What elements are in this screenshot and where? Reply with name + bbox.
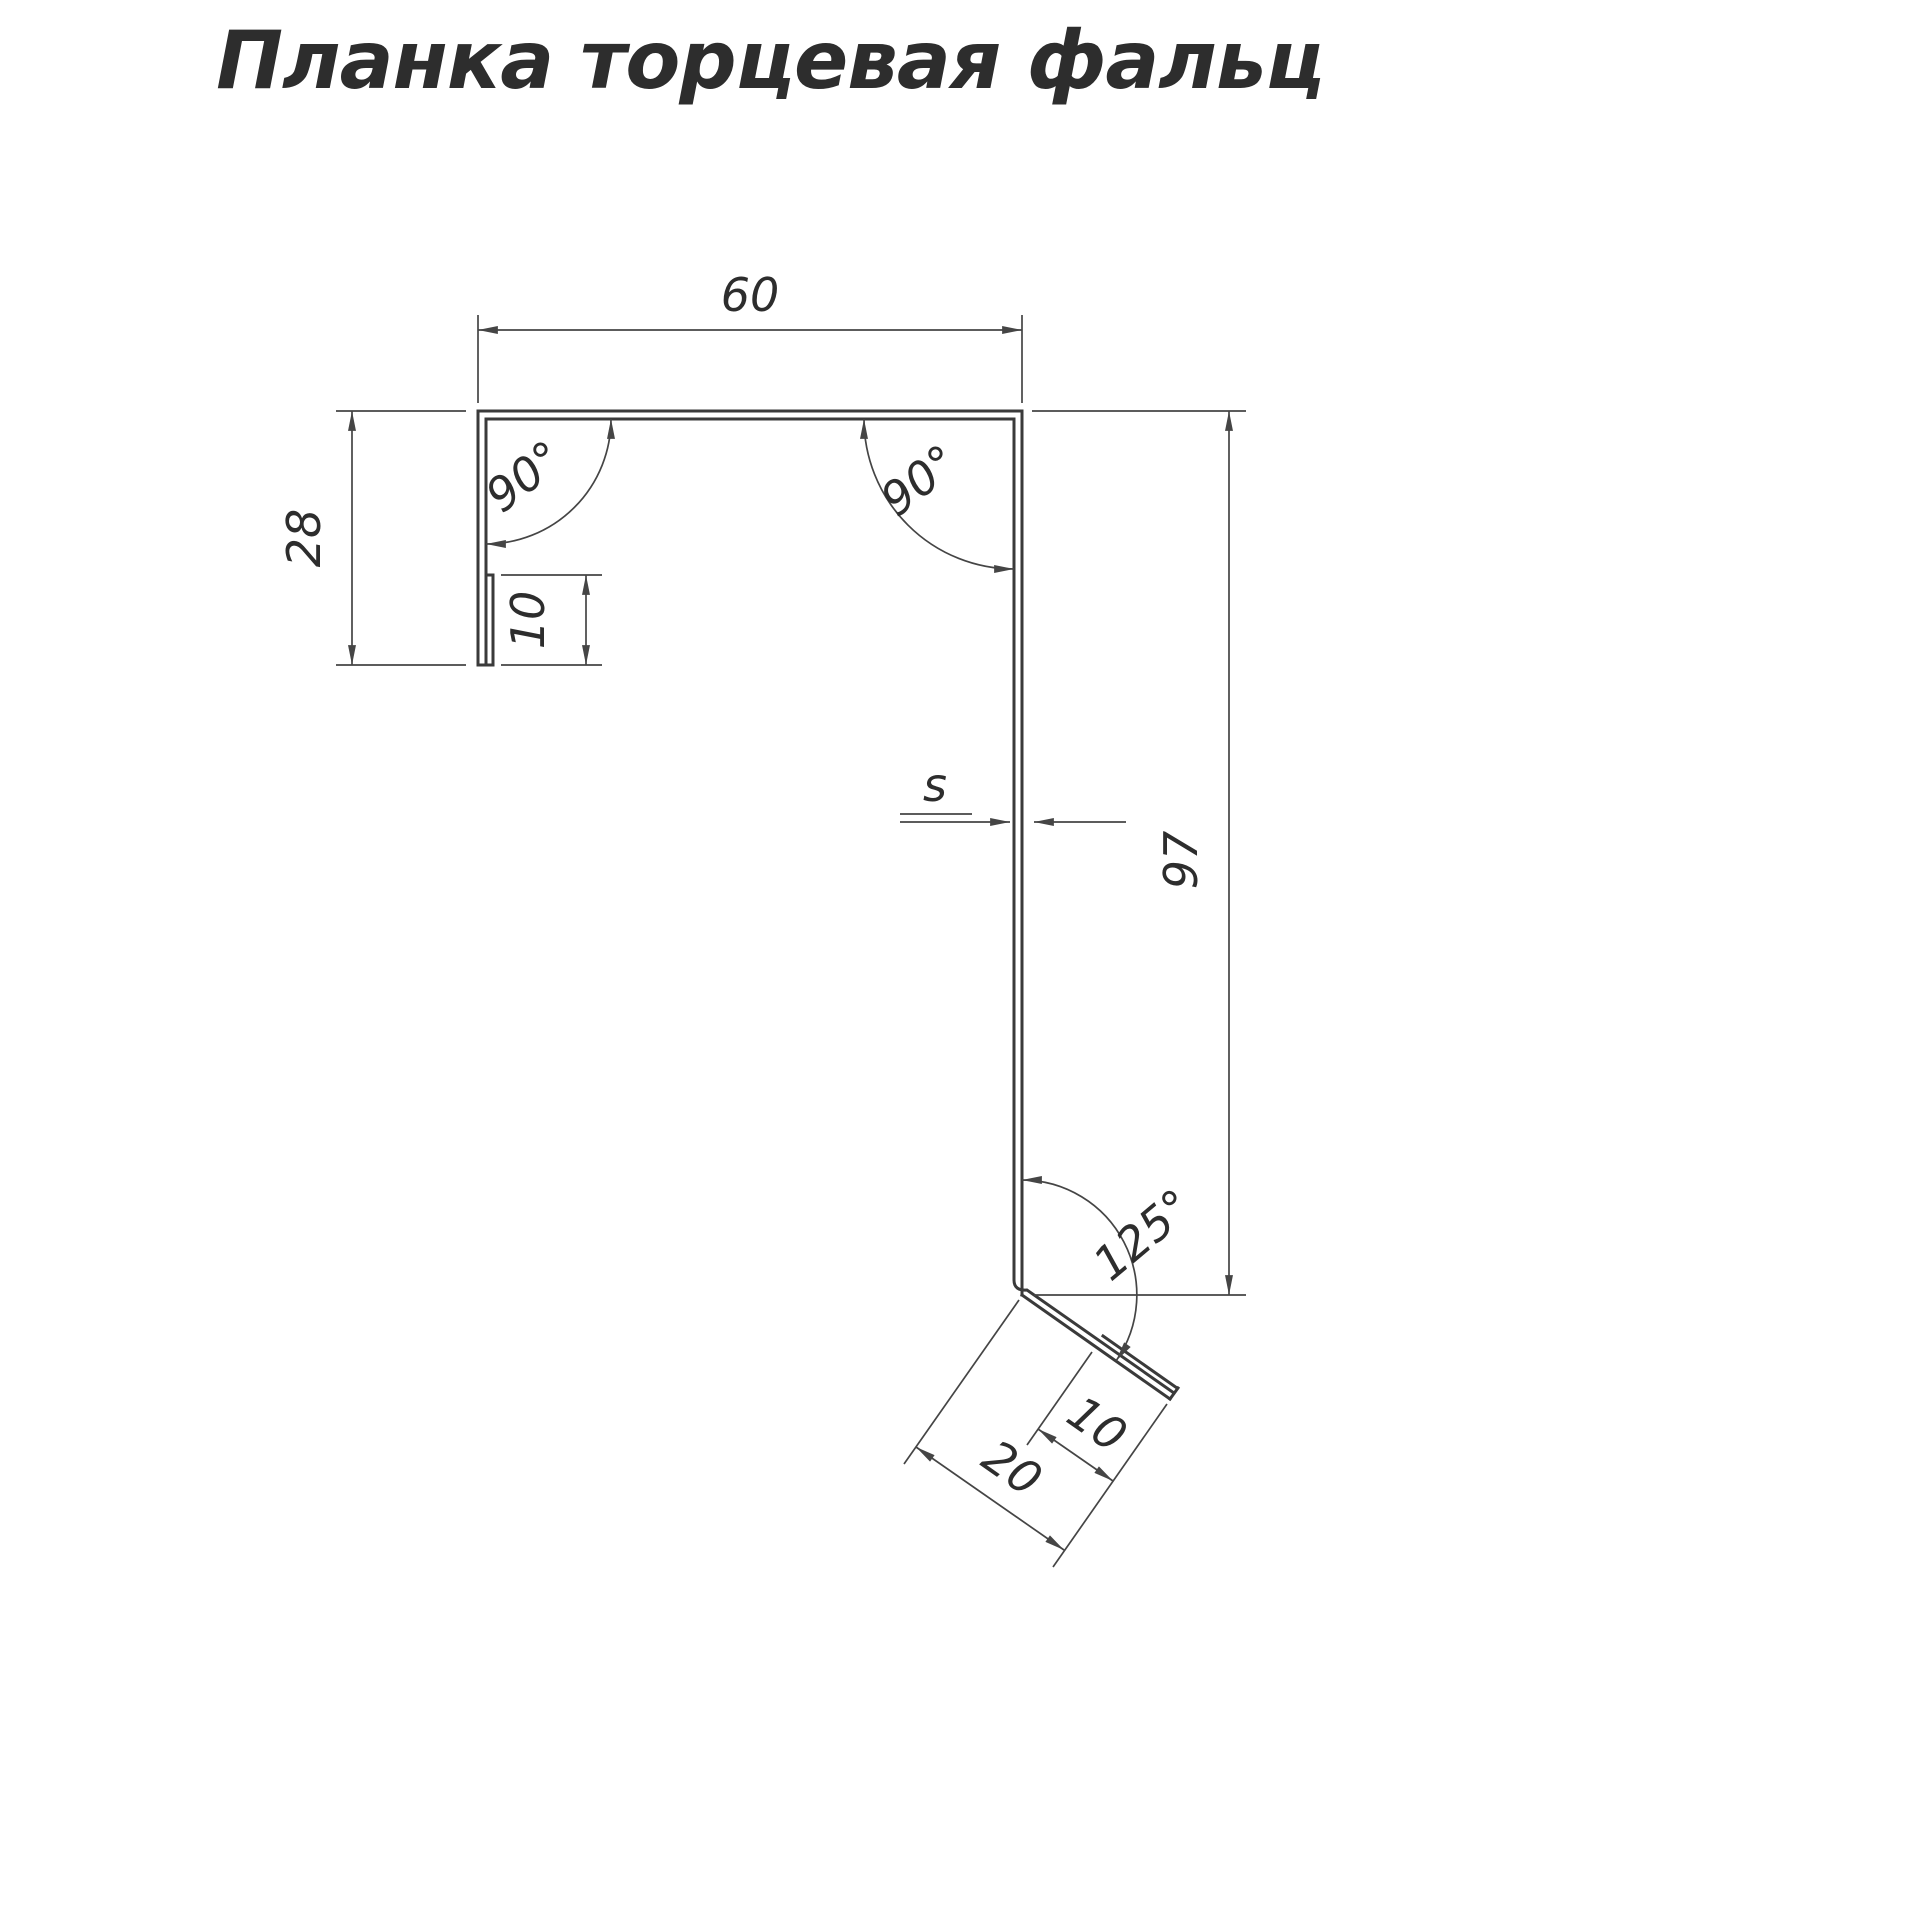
angle-top-left-label: 90° [475, 430, 573, 523]
dim-line-tab-length [915, 1446, 1065, 1551]
profile-outline [476, 409, 1181, 1402]
thickness-label: s [923, 758, 947, 812]
angle-arc-top-left [485, 418, 615, 548]
profile-tab-tip-fold [1167, 1385, 1181, 1402]
dim-line-tab-hem [1037, 1428, 1114, 1482]
dim-left-hem-label: 10 [501, 591, 555, 650]
drawing-title: Планка торцевая фальц [216, 14, 1324, 107]
ext-line-tab-tip [1052, 1403, 1168, 1568]
labels: Планка торцевая фальц 60 28 10 90° 90° s… [216, 14, 1325, 1507]
angle-arc-top-right [860, 418, 1015, 573]
ext-line-tab-root [903, 1299, 1020, 1465]
angle-top-right-label: 90° [870, 434, 968, 527]
dim-left-height-label: 28 [277, 509, 331, 568]
angle-arc-bend [1021, 1176, 1138, 1362]
angle-bend-label: 125° [1083, 1178, 1203, 1291]
profile-tab-outer-edge [1019, 1292, 1173, 1402]
dimension-lines [336, 315, 1246, 1568]
profile-tab-hem-edge [1100, 1333, 1180, 1391]
dim-top-width-label: 60 [721, 268, 780, 322]
dim-right-height-label: 97 [1154, 831, 1208, 890]
